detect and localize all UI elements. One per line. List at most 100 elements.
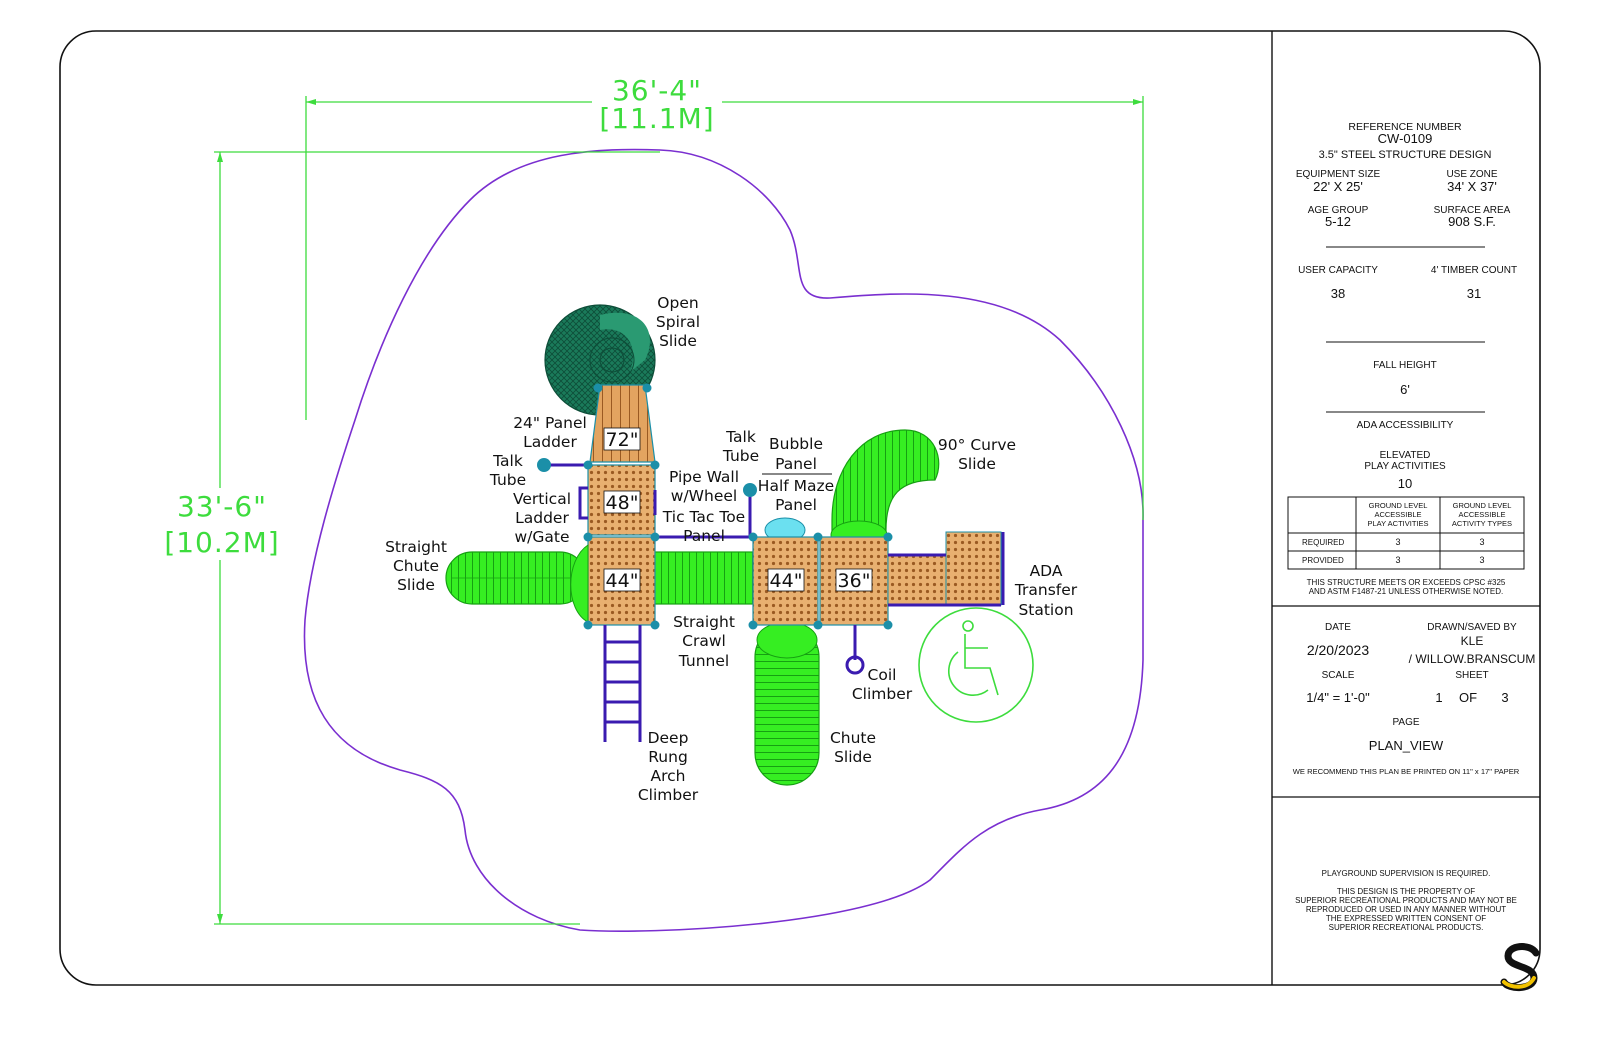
label-half-maze-1: Half Maze — [758, 477, 834, 495]
page-value: PLAN_VIEW — [1369, 738, 1444, 753]
sheet-label: SHEET — [1455, 670, 1488, 681]
label-arch-climber-2: Rung — [648, 748, 688, 766]
sheet-border — [59, 30, 1541, 986]
arch-climber — [603, 625, 642, 742]
height-ft: 33'-6" — [177, 490, 267, 523]
width-m: [11.1M] — [599, 102, 714, 135]
sheet-total: 3 — [1501, 690, 1508, 705]
table-col2-line2: ACCESSIBLE — [1458, 510, 1505, 519]
drawn-by-label: DRAWN/SAVED BY — [1427, 622, 1517, 633]
posts — [583, 383, 893, 630]
property-line-3: REPRODUCED OR USED IN ANY MANNER WITHOUT — [1306, 905, 1506, 914]
frame-pipes — [545, 463, 857, 660]
label-coil-climber-1: Coil — [868, 666, 897, 684]
width-dimension: 36'-4" [11.1M] — [305, 74, 1144, 520]
age-group: 5-12 — [1325, 214, 1351, 229]
height-m: [10.2M] — [164, 526, 279, 559]
label-crawl-tunnel-1: Straight — [673, 613, 735, 631]
label-talk-tube-right-1: Talk — [725, 428, 756, 446]
component-labels: Open Spiral Slide 24" Panel Ladder Talk … — [385, 294, 1078, 804]
table-cell: 3 — [1395, 555, 1400, 565]
timber-count-label: 4' TIMBER COUNT — [1431, 265, 1517, 276]
use-zone: 34' X 37' — [1447, 179, 1497, 194]
label-panel-ladder-1: 24" Panel — [513, 414, 587, 432]
supervision-note: PLAYGROUND SUPERVISION IS REQUIRED. — [1322, 869, 1491, 878]
talk-tube-left-icon — [537, 458, 551, 472]
surface-area: 908 S.F. — [1448, 214, 1496, 229]
chute-slide-bedway — [570, 544, 589, 623]
table-col1-line3: PLAY ACTIVITIES — [1368, 519, 1429, 528]
deck-label-44-left: 44" — [606, 570, 639, 592]
label-talk-tube-left-1: Talk — [492, 452, 523, 470]
property-line-4: THE EXPRESSED WRITTEN CONSENT OF — [1326, 914, 1486, 923]
table-col2-line1: GROUND LEVEL — [1453, 501, 1512, 510]
design-type: 3.5" STEEL STRUCTURE DESIGN — [1319, 149, 1492, 161]
print-note: WE RECOMMEND THIS PLAN BE PRINTED ON 11"… — [1293, 767, 1520, 776]
date-value: 2/20/2023 — [1307, 642, 1369, 658]
label-pipe-wall-2: w/Wheel — [671, 487, 737, 505]
label-vertical-ladder-3: w/Gate — [514, 528, 569, 546]
label-open-spiral-3: Slide — [659, 332, 697, 350]
deck-label-48: 48" — [606, 492, 639, 514]
property-line-1: THIS DESIGN IS THE PROPERTY OF — [1337, 887, 1475, 896]
property-line-5: SUPERIOR RECREATIONAL PRODUCTS. — [1329, 923, 1484, 932]
sheet-of: OF — [1459, 690, 1477, 705]
label-talk-tube-left-2: Tube — [489, 471, 526, 489]
deck-labels: 72" 48" 44" 44" 36" — [603, 427, 873, 592]
label-half-maze-2: Panel — [775, 496, 817, 514]
table-col1-line2: ACCESSIBLE — [1374, 510, 1421, 519]
label-pipe-wall-1: Pipe Wall — [669, 468, 739, 486]
label-curve-slide-2: Slide — [958, 455, 996, 473]
label-open-spiral-1: Open — [657, 294, 698, 312]
label-arch-climber-4: Climber — [638, 786, 699, 804]
date-label: DATE — [1325, 622, 1351, 633]
label-bubble-panel-1: Bubble — [769, 435, 823, 453]
height-dimension: 33'-6" [10.2M] — [155, 151, 660, 925]
label-straight-chute-2: Chute — [393, 557, 439, 575]
table-row-label: REQUIRED — [1302, 538, 1344, 547]
label-chute-slide-1: Chute — [830, 729, 876, 747]
equipment-size-label: EQUIPMENT SIZE — [1296, 169, 1381, 180]
label-panel-ladder-2: Ladder — [523, 433, 577, 451]
user-capacity-label: USER CAPACITY — [1298, 265, 1378, 276]
ada-accessibility-label: ADA ACCESSIBILITY — [1357, 420, 1454, 431]
use-zone-outline — [303, 148, 1144, 932]
surface-area-label: SURFACE AREA — [1434, 205, 1511, 216]
label-talk-tube-right-2: Tube — [722, 447, 759, 465]
label-vertical-ladder-1: Vertical — [513, 490, 571, 508]
width-ft: 36'-4" — [612, 74, 702, 107]
user-capacity: 38 — [1331, 286, 1345, 301]
table-col1-line1: GROUND LEVEL — [1369, 501, 1428, 510]
reference-label: REFERENCE NUMBER — [1348, 121, 1462, 133]
table-col2-line3: ACTIVITY TYPES — [1452, 519, 1512, 528]
label-arch-climber-3: Arch — [651, 767, 686, 785]
company-logo — [1500, 943, 1540, 991]
table-cell: 3 — [1395, 537, 1400, 547]
label-open-spiral-2: Spiral — [656, 313, 700, 331]
coil-climber — [845, 655, 865, 675]
scale-value: 1/4" = 1'-0" — [1306, 690, 1370, 705]
label-tic-tac-toe-2: Panel — [683, 527, 725, 545]
table-cell: 3 — [1479, 555, 1484, 565]
label-ada-2: Transfer — [1014, 581, 1078, 599]
timber-count: 31 — [1467, 286, 1481, 301]
label-curve-slide-1: 90° Curve — [938, 436, 1016, 454]
fall-height: 6' — [1400, 382, 1410, 397]
straight-crawl-tunnel — [649, 551, 756, 605]
curve-slide — [830, 429, 940, 550]
elevated-label-2: PLAY ACTIVITIES — [1364, 461, 1446, 472]
label-straight-chute-3: Slide — [397, 576, 435, 594]
deck-label-44-right: 44" — [770, 570, 803, 592]
straight-chute-slide — [445, 551, 587, 605]
wheelchair-icon — [918, 607, 1034, 723]
label-ada-1: ADA — [1030, 562, 1063, 580]
compliance-line-2: AND ASTM F1487-21 UNLESS OTHERWISE NOTED… — [1309, 587, 1504, 596]
label-straight-chute-1: Straight — [385, 538, 447, 556]
label-bubble-panel-2: Panel — [775, 455, 817, 473]
label-coil-climber-2: Climber — [852, 685, 913, 703]
table-row-label: PROVIDED — [1302, 556, 1344, 565]
label-ada-3: Station — [1018, 601, 1073, 619]
drawn-by-initials: KLE — [1461, 634, 1484, 648]
label-crawl-tunnel-2: Crawl — [682, 632, 726, 650]
